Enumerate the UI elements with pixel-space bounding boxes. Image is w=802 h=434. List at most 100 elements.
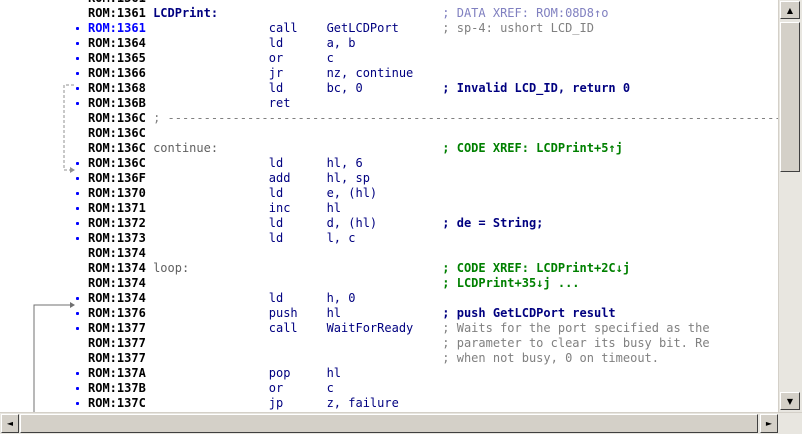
- listing-line[interactable]: ROM:136C; ------------------------------…: [88, 111, 778, 126]
- line-address: ROM:1361: [88, 21, 146, 35]
- instruction-marker-dot: [76, 237, 79, 240]
- instruction-operand: hl: [326, 201, 342, 215]
- line-address: ROM:1377: [88, 336, 146, 350]
- listing-line[interactable]: ROM:1361: [88, 0, 146, 6]
- instruction-operand: a, b: [326, 36, 356, 50]
- instruction-mnemonic: ld: [268, 36, 284, 50]
- instruction-mnemonic: ld: [268, 186, 284, 200]
- instruction-mnemonic: ld: [268, 231, 284, 245]
- line-address: ROM:136F: [88, 171, 146, 185]
- line-address: ROM:1372: [88, 216, 146, 230]
- scroll-right-button[interactable]: ►: [760, 414, 778, 433]
- horizontal-scrollbar[interactable]: ◄ ►: [0, 412, 802, 434]
- line-address: ROM:1374: [88, 246, 146, 260]
- instruction-operand: c: [326, 381, 334, 395]
- left-arrow-icon: ◄: [6, 419, 14, 428]
- line-address: ROM:1376: [88, 306, 146, 320]
- vertical-scrollbar[interactable]: ▲ ▼: [778, 0, 802, 412]
- line-comment: ; when not busy, 0 on timeout.: [442, 351, 660, 365]
- line-address: ROM:1361: [88, 0, 146, 5]
- jump-arrow-loop: [33, 304, 74, 412]
- line-address: ROM:136C: [88, 141, 146, 155]
- listing-line[interactable]: ROM:1377 ; when not busy, 0 on timeout.: [88, 351, 659, 366]
- instruction-marker-dot: [76, 102, 79, 105]
- instruction-mnemonic: ld: [268, 81, 284, 95]
- line-address: ROM:1374: [88, 276, 146, 290]
- instruction-marker-dot: [76, 312, 79, 315]
- scroll-down-button[interactable]: ▼: [780, 392, 800, 410]
- instruction-operand: e, (hl): [326, 186, 378, 200]
- instruction-marker-dot: [76, 387, 79, 390]
- instruction-marker-dot: [76, 327, 79, 330]
- separator-line: ; --------------------------------------…: [153, 111, 778, 125]
- down-arrow-icon: ▼: [786, 396, 794, 406]
- line-address: ROM:136C: [88, 156, 146, 170]
- code-label: continue:: [153, 141, 219, 155]
- line-address: ROM:136C: [88, 126, 146, 140]
- line-address: ROM:1374: [88, 261, 146, 275]
- listing-line[interactable]: ROM:136C: [88, 126, 146, 141]
- instruction-marker-dot: [76, 207, 79, 210]
- instruction-mnemonic: ld: [268, 216, 284, 230]
- line-address: ROM:1365: [88, 51, 146, 65]
- instruction-operand: WaitForReady: [326, 321, 414, 335]
- line-comment: ; push GetLCDPort result: [442, 306, 616, 320]
- line-address: ROM:137A: [88, 366, 146, 380]
- instruction-marker-dot: [76, 27, 79, 30]
- scroll-left-button[interactable]: ◄: [1, 414, 19, 433]
- scroll-up-button[interactable]: ▲: [780, 1, 800, 19]
- listing-line[interactable]: ROM:1374; LCDPrint+35↓j ...: [88, 276, 580, 291]
- line-address: ROM:1377: [88, 351, 146, 365]
- jump-arrow-continue: [63, 84, 74, 171]
- instruction-marker-dot: [76, 192, 79, 195]
- instruction-operand: bc, 0: [326, 81, 363, 95]
- listing-line[interactable]: ROM:1374: [88, 246, 146, 261]
- instruction-marker-dot: [76, 162, 79, 165]
- listing-line[interactable]: ROM:136C continue: ; CODE XREF: LCDPrint+5…: [88, 141, 623, 156]
- listing-line[interactable]: ROM:1370 ld e, (hl): [88, 186, 377, 201]
- instruction-mnemonic: jr: [268, 66, 284, 80]
- line-address: ROM:1364: [88, 36, 146, 50]
- line-comment: ; de = String;: [442, 216, 544, 230]
- instruction-operand: h, 0: [326, 291, 356, 305]
- instruction-marker-dot: [76, 72, 79, 75]
- flow-arrows-gutter: [33, 84, 75, 412]
- instruction-operand: hl, 6: [326, 156, 363, 170]
- listing-line[interactable]: ROM:1364 ld a, b: [88, 36, 355, 51]
- line-comment: ; DATA XREF: ROM:08D8↑o: [442, 6, 609, 20]
- right-arrow-icon: ►: [765, 419, 773, 428]
- instruction-mnemonic: ld: [268, 291, 284, 305]
- code-label: loop:: [153, 261, 190, 275]
- vertical-scroll-thumb[interactable]: [780, 22, 800, 172]
- line-address: ROM:1370: [88, 186, 146, 200]
- line-comment: ; parameter to clear its busy bit. Re: [442, 336, 710, 350]
- line-address: ROM:137C: [88, 396, 146, 410]
- arrowhead-continue: [70, 167, 75, 173]
- listing-line[interactable]: ROM:1377 ; parameter to clear its busy bi…: [88, 336, 710, 351]
- instruction-marker-dot: [76, 87, 79, 90]
- line-comment: ; CODE XREF: LCDPrint+5↑j: [442, 141, 623, 155]
- instruction-operand: GetLCDPort: [326, 21, 399, 35]
- line-comment: ; Invalid LCD_ID, return 0: [442, 81, 631, 95]
- horizontal-scroll-thumb[interactable]: [20, 414, 758, 433]
- instruction-mnemonic: call: [268, 21, 298, 35]
